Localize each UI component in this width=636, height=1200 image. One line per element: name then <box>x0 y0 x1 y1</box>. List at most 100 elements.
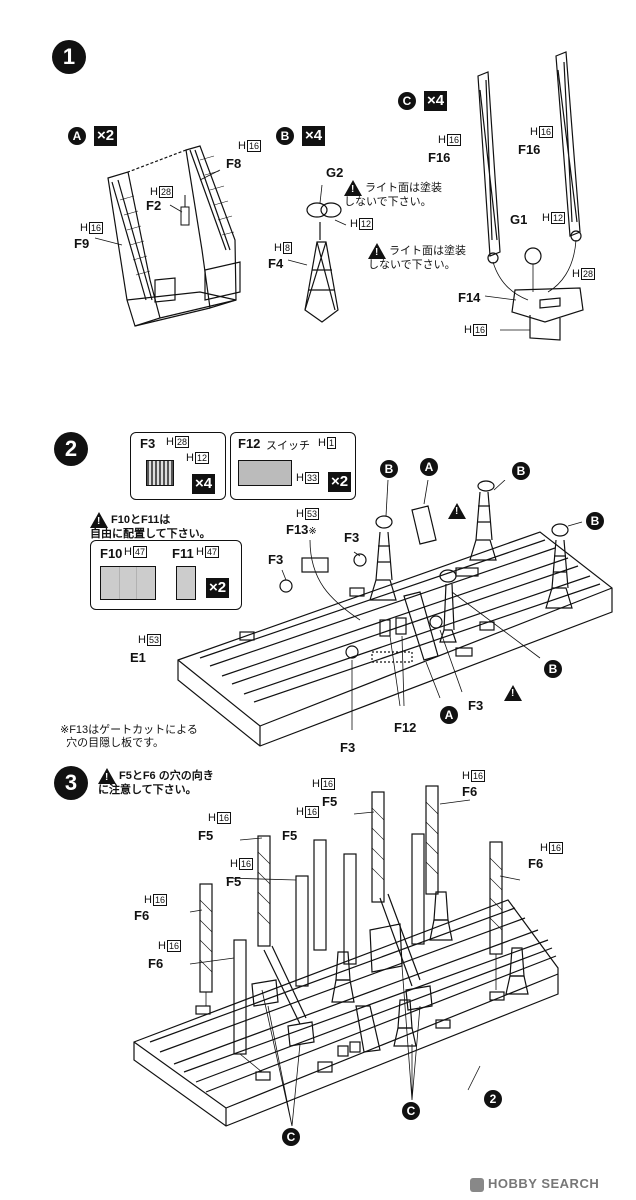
inset-f11-drawing <box>176 566 196 600</box>
label-f9: F9 <box>74 236 90 251</box>
label-g1: G1 <box>510 212 528 227</box>
warning-icon: ! <box>368 243 386 259</box>
warning-icon: ! <box>90 512 108 528</box>
label-g2: G2 <box>326 165 344 180</box>
label-f5-mid: F5 <box>282 828 298 843</box>
warning-b: !ライト面は塗装 しないで下さい。 <box>344 180 442 208</box>
warning-icon: ! <box>98 768 116 784</box>
assembly-a-marker: A <box>68 127 86 145</box>
f13-footnote: ※F13はゲートカットによる 穴の目隠し板です。 <box>60 724 198 749</box>
inset-f10-drawing <box>100 566 156 600</box>
assembly-c-qty: ×4 <box>424 91 448 111</box>
step-1-number: 1 <box>62 44 76 69</box>
warning-c: !ライト面は塗装 しないで下さい。 <box>368 243 466 271</box>
step-1-badge: 1 <box>52 40 86 74</box>
inset-f12-label: F12 <box>238 436 261 451</box>
marker-a-2: A <box>440 706 458 724</box>
label-e1: E1 <box>130 650 146 665</box>
label-f4: F4 <box>268 256 284 271</box>
assembly-c-letter: C <box>402 94 412 108</box>
label-f5-lower: F5 <box>226 874 242 889</box>
label-f6-top: F6 <box>462 784 478 799</box>
b-mast <box>304 202 342 323</box>
label-f6-left: F6 <box>134 908 150 923</box>
step-3-number: 3 <box>64 770 78 795</box>
f2-part <box>180 206 190 226</box>
inset-f3-drawing <box>146 460 174 486</box>
label-f14: F14 <box>458 290 481 305</box>
warning-icon-top: ! <box>448 502 469 520</box>
step-2-badge: 2 <box>54 432 88 466</box>
inset-f12-drawing <box>238 460 292 486</box>
marker-b-4: B <box>544 660 562 678</box>
warning-icon: ! <box>344 180 362 196</box>
assembly-a-qty: ×2 <box>94 126 118 146</box>
label-f3-right: F3 <box>468 698 484 713</box>
label-f3-bottom: F3 <box>340 740 356 755</box>
c-poles <box>477 51 584 341</box>
warning-f10-f11: !F10とF11は 自由に配置して下さい。 <box>90 512 211 540</box>
label-f3-top: F3 <box>344 530 360 545</box>
assembly-c-marker: C <box>398 92 416 110</box>
label-f8: F8 <box>226 156 242 171</box>
step-1-drawing <box>94 51 584 341</box>
marker-b-3: B <box>586 512 604 530</box>
inset-f3-qty: ×4 <box>192 474 216 494</box>
step-2-drawing <box>177 480 613 747</box>
ref-step-2-marker: 2 <box>484 1090 502 1108</box>
marker-a-1: A <box>420 458 438 476</box>
label-f6-right: F6 <box>528 856 544 871</box>
label-f2: F2 <box>146 198 162 213</box>
marker-b-2: B <box>512 462 530 480</box>
label-f3-left: F3 <box>268 552 284 567</box>
step-2-number: 2 <box>64 436 78 461</box>
label-f16-left: F16 <box>428 150 451 165</box>
step-3-badge: 3 <box>54 766 88 800</box>
warning-f5-f6: !F5とF6 の穴の向き に注意して下さい。 <box>98 768 214 796</box>
watermark: HOBBY SEARCH <box>470 1176 599 1192</box>
inset-f12-switch: スイッチ <box>266 440 310 452</box>
assembly-b-letter: B <box>280 129 290 143</box>
assembly-b-marker: B <box>276 127 294 145</box>
inset-f11-label: F11 <box>172 546 194 561</box>
hobby-search-logo-icon <box>470 1177 484 1192</box>
label-f13: F13※ <box>286 522 317 537</box>
label-f6-lower: F6 <box>148 956 164 971</box>
inset-f12-qty: ×2 <box>328 472 352 492</box>
warning-icon-bottom: ! <box>504 684 525 702</box>
label-f5-left: F5 <box>198 828 214 843</box>
marker-b-1: B <box>380 460 398 478</box>
inset-f3-label: F3 <box>140 436 156 451</box>
marker-c-2: C <box>402 1102 420 1120</box>
label-f12: F12 <box>394 720 417 735</box>
assembly-a-letter: A <box>72 129 82 143</box>
marker-c-1: C <box>282 1128 300 1146</box>
label-f5-top: F5 <box>322 794 338 809</box>
assembly-b-qty: ×4 <box>302 126 326 146</box>
